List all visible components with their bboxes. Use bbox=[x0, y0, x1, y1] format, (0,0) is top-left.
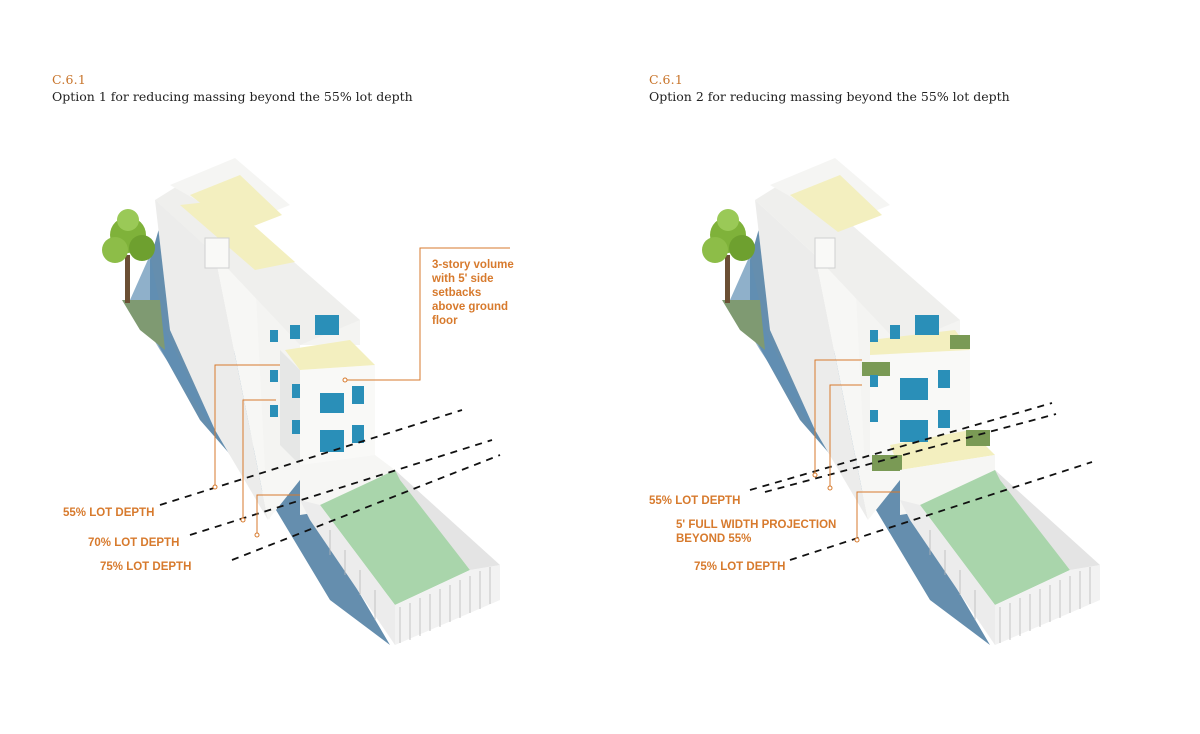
side-yard bbox=[722, 300, 765, 350]
side-yard bbox=[122, 300, 165, 350]
figure-caption: Option 1 for reducing massing beyond the… bbox=[52, 89, 413, 104]
roof bbox=[755, 175, 960, 345]
label-5-full-width-projection: 5' FULL WIDTH PROJECTION BEYOND 55% bbox=[676, 519, 840, 545]
building-side-wall bbox=[155, 200, 268, 520]
figure-caption: Option 2 for reducing massing beyond the… bbox=[649, 89, 1010, 104]
fence-icon bbox=[900, 470, 1100, 645]
building-side-wall bbox=[755, 200, 868, 520]
roof-deck bbox=[180, 200, 295, 270]
label-55-lot-depth: 55% LOT DEPTH bbox=[649, 495, 740, 507]
label-55-lot-depth: 55% LOT DEPTH bbox=[63, 507, 154, 519]
diagram-option-1: C.6.1 Option 1 for reducing massing beyo… bbox=[52, 72, 517, 645]
building-illustration: 3-story volume with 5' side setbacks abo… bbox=[63, 158, 517, 645]
building-illustration: 55% LOT DEPTH 5' FULL WIDTH PROJECTION B… bbox=[649, 158, 1100, 645]
leader-dots bbox=[212, 377, 348, 538]
label-75-lot-depth: 75% LOT DEPTH bbox=[100, 561, 191, 573]
stair-penthouse bbox=[814, 237, 836, 269]
figure-code: C.6.1 bbox=[649, 72, 683, 87]
leader-dots bbox=[812, 472, 860, 543]
roof-deck bbox=[190, 175, 282, 232]
tree-icon bbox=[702, 209, 755, 303]
leader-lines bbox=[814, 359, 900, 540]
leader-lines bbox=[214, 247, 510, 535]
label-75-lot-depth: 75% LOT DEPTH bbox=[694, 561, 785, 573]
figure-code: C.6.1 bbox=[52, 72, 86, 87]
stair-penthouse bbox=[204, 237, 230, 269]
lot-depth-lines bbox=[159, 409, 501, 561]
rear-yard bbox=[320, 470, 470, 605]
rear-yard bbox=[920, 470, 1070, 605]
diagram-option-2: C.6.1 Option 2 for reducing massing beyo… bbox=[600, 0, 1200, 734]
setback-terrace bbox=[285, 340, 375, 370]
roof-deck bbox=[790, 175, 882, 232]
tree-icon bbox=[102, 209, 155, 303]
label-3-story-volume: 3-story volume with 5' side setbacks abo… bbox=[431, 259, 517, 327]
setback-volume bbox=[280, 350, 300, 465]
lot-depth-lines bbox=[749, 402, 1093, 561]
projection-terrace-upper bbox=[870, 330, 970, 355]
fence-icon bbox=[300, 470, 500, 645]
label-70-lot-depth: 70% LOT DEPTH bbox=[88, 537, 179, 549]
